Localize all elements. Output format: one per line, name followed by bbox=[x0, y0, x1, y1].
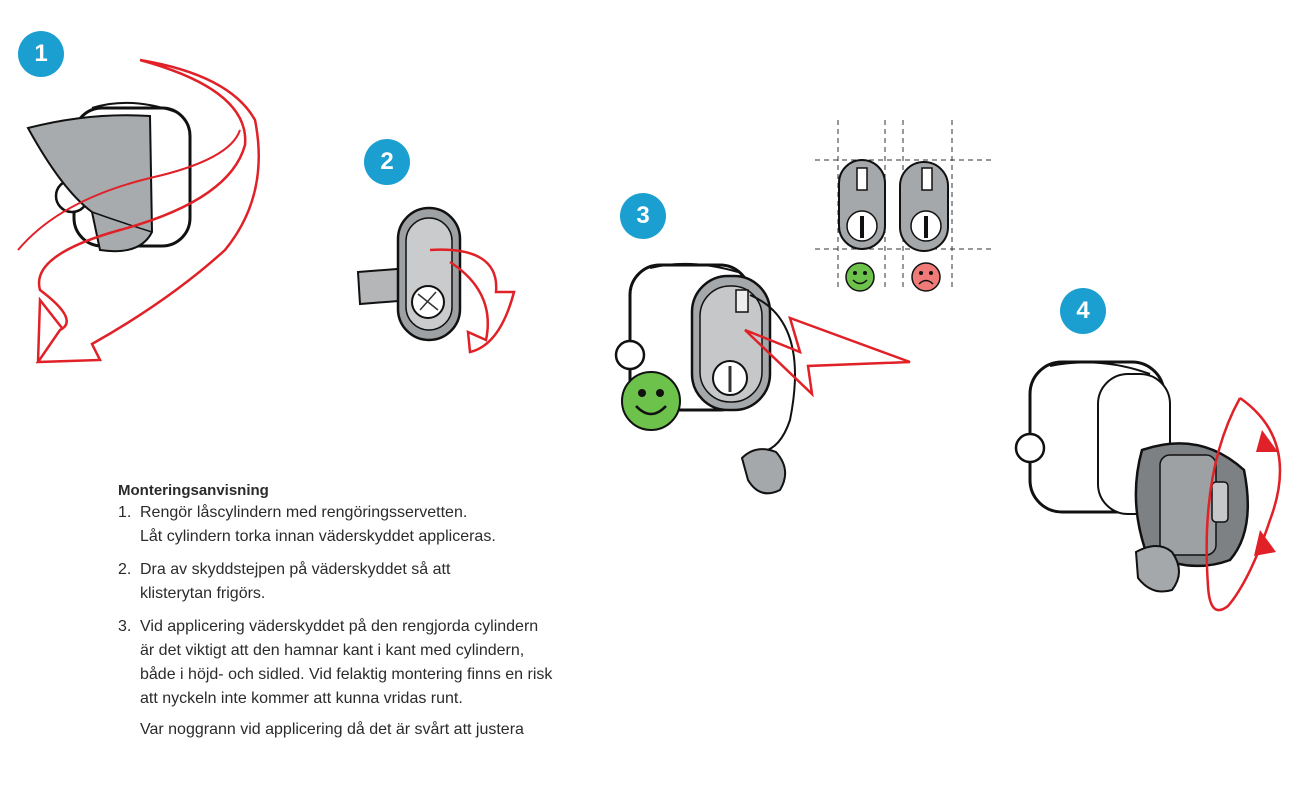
instruction-steps: 1. Rengör låscylindern med rengöringsser… bbox=[118, 501, 678, 742]
step-number: 1. bbox=[118, 504, 132, 521]
step2-illustration bbox=[356, 206, 516, 354]
step-text-line: både i höjd- och sidled. Vid felaktig mo… bbox=[140, 666, 553, 683]
alignment-diagram bbox=[815, 120, 992, 290]
step3-illustration bbox=[614, 262, 911, 495]
step-number: 3. bbox=[118, 618, 132, 635]
step-badge-2: 2 bbox=[364, 139, 410, 185]
step-text-line: klisterytan frigörs. bbox=[140, 585, 266, 602]
step-text-line: Rengör låscylindern med rengöringsservet… bbox=[140, 504, 468, 521]
step4-illustration bbox=[1014, 360, 1282, 612]
step-text-line: Dra av skyddstejpen på väderskyddet så a… bbox=[140, 561, 451, 578]
step-text-line: Låt cylindern torka innan väderskyddet a… bbox=[140, 528, 496, 545]
step1-illustration bbox=[17, 58, 260, 364]
instruction-step: 1. Rengör låscylindern med rengöringsser… bbox=[118, 501, 678, 549]
mounting-instructions: Monteringsanvisning 1. Rengör låscylinde… bbox=[118, 482, 678, 751]
step-text-line: är det viktigt att den hamnar kant i kan… bbox=[140, 642, 525, 659]
smiley-sad-icon bbox=[911, 262, 941, 292]
instructions-title: Monteringsanvisning bbox=[118, 482, 269, 499]
step-note: Var noggrann vid applicering då det är s… bbox=[140, 721, 524, 738]
step-number: 2. bbox=[118, 561, 132, 578]
instruction-step: 2. Dra av skyddstejpen på väderskyddet s… bbox=[118, 558, 678, 606]
step-badge-4: 4 bbox=[1060, 288, 1106, 334]
step-text-line: att nyckeln inte kommer att kunna vridas… bbox=[140, 690, 463, 707]
step-text-line: Vid applicering väderskyddet på den reng… bbox=[140, 618, 539, 635]
step-badge-3: 3 bbox=[620, 193, 666, 239]
smiley-happy-icon bbox=[845, 262, 875, 292]
instruction-step: 3. Vid applicering väderskyddet på den r… bbox=[118, 615, 678, 742]
step-badge-1: 1 bbox=[18, 31, 64, 77]
